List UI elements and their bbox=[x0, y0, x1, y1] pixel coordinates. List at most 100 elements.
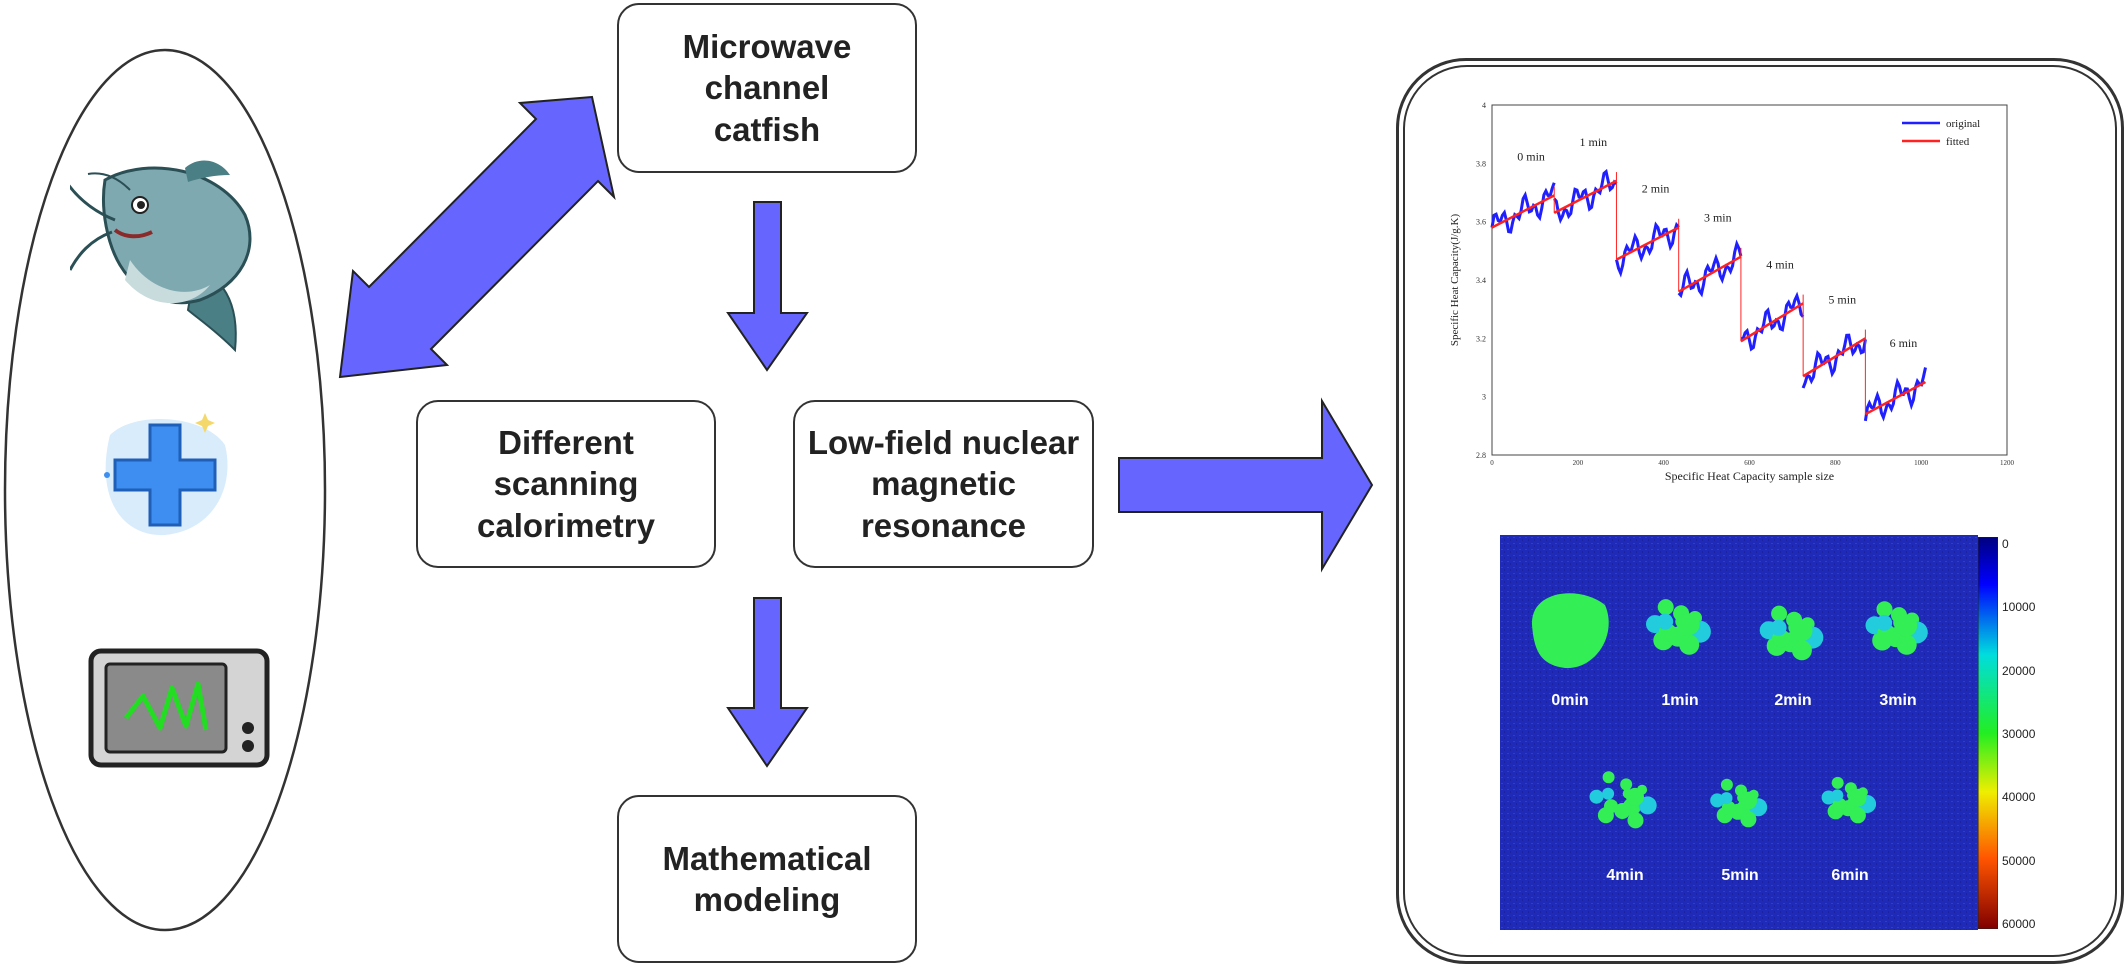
sample-speck-3 bbox=[1895, 614, 1918, 637]
y-tick-label: 2.8 bbox=[1476, 451, 1486, 460]
down-arrow-1 bbox=[726, 201, 809, 372]
sample-blob-0 bbox=[1531, 593, 1609, 669]
catfish-icon bbox=[63, 160, 260, 360]
double-arrow bbox=[338, 95, 616, 379]
plot-area bbox=[1491, 104, 2008, 456]
colorbar-tick-label: 50000 bbox=[2002, 853, 2036, 868]
legend-fitted-label: fitted bbox=[1946, 136, 1970, 148]
sample-speck-5 bbox=[1721, 801, 1736, 815]
y-tick-label: 3.4 bbox=[1476, 276, 1486, 285]
colorbar-tick-label: 60000 bbox=[2002, 917, 2036, 931]
sample-speck-2 bbox=[1770, 619, 1787, 636]
segment-label-0: 0 min bbox=[1517, 149, 1545, 163]
sample-speck-6 bbox=[1831, 776, 1844, 789]
lfnmr-box: Low-field nuclear magnetic resonance bbox=[793, 400, 1094, 568]
segment-label-1: 1 min bbox=[1580, 135, 1608, 149]
sample-speck-4 bbox=[1614, 803, 1631, 819]
time-label-3: 3min bbox=[1879, 692, 1916, 709]
sample-speck-6 bbox=[1831, 789, 1844, 802]
x-tick-label: 1200 bbox=[2000, 459, 2015, 467]
x-tick-label: 400 bbox=[1658, 459, 1669, 467]
lfnmr-label: Low-field nuclear magnetic resonance bbox=[807, 424, 1080, 544]
sample-speck-4 bbox=[1602, 771, 1615, 784]
results-panel-inner bbox=[1403, 65, 2117, 957]
microwave-catfish-label: Microwave channel catfish bbox=[682, 28, 852, 148]
results-panel bbox=[1396, 58, 2124, 964]
fitted-series-2 bbox=[1615, 226, 1680, 261]
sample-speck-2 bbox=[1771, 605, 1788, 622]
medical-cross-icon bbox=[95, 405, 235, 545]
original-series-1 bbox=[1553, 168, 1618, 224]
microwave-catfish-box: Microwave channel catfish bbox=[617, 3, 917, 173]
time-label-2: 2min bbox=[1774, 692, 1811, 709]
original-series-0 bbox=[1490, 182, 1556, 234]
fitted-series-4 bbox=[1740, 302, 1804, 343]
sample-speck-2 bbox=[1790, 619, 1813, 642]
fitted-series-1 bbox=[1553, 179, 1618, 215]
y-tick-label: 3.6 bbox=[1476, 218, 1486, 227]
segment-label-5: 5 min bbox=[1828, 292, 1856, 306]
legend-original-label: original bbox=[1946, 118, 1980, 130]
sample-speck-4 bbox=[1602, 787, 1615, 800]
sample-speck-4 bbox=[1620, 778, 1633, 791]
sample-speck-4 bbox=[1626, 787, 1644, 806]
fitted-series-0 bbox=[1491, 194, 1555, 229]
time-label-1: 1min bbox=[1661, 692, 1698, 709]
sample-speck-5 bbox=[1720, 792, 1733, 805]
sample-speck-3 bbox=[1876, 614, 1893, 631]
dsc-box: Different scanning calorimetry bbox=[416, 400, 716, 568]
y-tick-label: 4 bbox=[1482, 101, 1486, 110]
modeling-label: Mathematical modeling bbox=[662, 839, 872, 918]
sample-speck-2 bbox=[1791, 640, 1812, 661]
time-label-4: 4min bbox=[1606, 867, 1643, 884]
mri-colorbar bbox=[1978, 537, 1998, 929]
sample-speck-5 bbox=[1740, 811, 1757, 828]
x-tick-label: 0 bbox=[1490, 459, 1494, 467]
sample-speck-3 bbox=[1896, 634, 1917, 655]
sample-speck-6 bbox=[1848, 788, 1867, 807]
lf-nmr-image: 0min 1min 2min 3min 4min 5min 6min bbox=[1500, 535, 1978, 930]
time-label-6: 6min bbox=[1831, 867, 1868, 884]
x-tick-label: 1000 bbox=[1914, 459, 1929, 467]
colorbar-tick-label: 20000 bbox=[2002, 663, 2036, 678]
colorbar-tick-label: 10000 bbox=[2002, 600, 2036, 615]
modeling-box: Mathematical modeling bbox=[617, 795, 917, 963]
original-series-3 bbox=[1677, 239, 1743, 299]
sample-speck-4 bbox=[1638, 796, 1657, 815]
colorbar-tick-label: 0 bbox=[2002, 537, 2009, 551]
segment-label-3: 3 min bbox=[1704, 211, 1732, 225]
x-tick-label: 600 bbox=[1744, 459, 1755, 467]
y-tick-label: 3 bbox=[1482, 393, 1486, 402]
y-tick-label: 3.2 bbox=[1476, 334, 1486, 343]
sample-speck-3 bbox=[1876, 601, 1893, 618]
sample-speck-4 bbox=[1589, 789, 1604, 804]
sample-speck-1 bbox=[1679, 634, 1700, 655]
segment-label-6: 6 min bbox=[1890, 336, 1918, 350]
fitted-series-5 bbox=[1802, 337, 1867, 378]
dsc-label: Different scanning calorimetry bbox=[477, 424, 655, 544]
time-label-5: 5min bbox=[1721, 867, 1758, 884]
original-series-4 bbox=[1740, 291, 1805, 352]
x-tick-label: 800 bbox=[1830, 459, 1841, 467]
sample-speck-4 bbox=[1604, 799, 1618, 814]
down-arrow-2 bbox=[726, 597, 809, 768]
fitted-series-3 bbox=[1678, 255, 1742, 293]
fitted-series-6 bbox=[1864, 380, 1927, 416]
original-series-2 bbox=[1615, 221, 1680, 278]
segment-label-4: 4 min bbox=[1766, 257, 1794, 271]
sample-speck-5 bbox=[1739, 791, 1757, 810]
microwave-oven-icon bbox=[88, 648, 270, 768]
time-label-0: 0min bbox=[1551, 692, 1588, 709]
y-axis-label: Specific Heat Capacity(J/g.K) bbox=[1449, 214, 1461, 347]
sample-speck-4 bbox=[1627, 812, 1644, 829]
x-axis-label: Specific Heat Capacity sample size bbox=[1665, 469, 1834, 483]
sample-speck-1 bbox=[1657, 613, 1674, 630]
colorbar-tick-label: 30000 bbox=[2002, 727, 2036, 741]
original-series-5 bbox=[1801, 333, 1867, 389]
x-tick-label: 200 bbox=[1573, 459, 1584, 467]
right-arrow bbox=[1118, 397, 1374, 573]
sample-speck-1 bbox=[1677, 613, 1700, 636]
